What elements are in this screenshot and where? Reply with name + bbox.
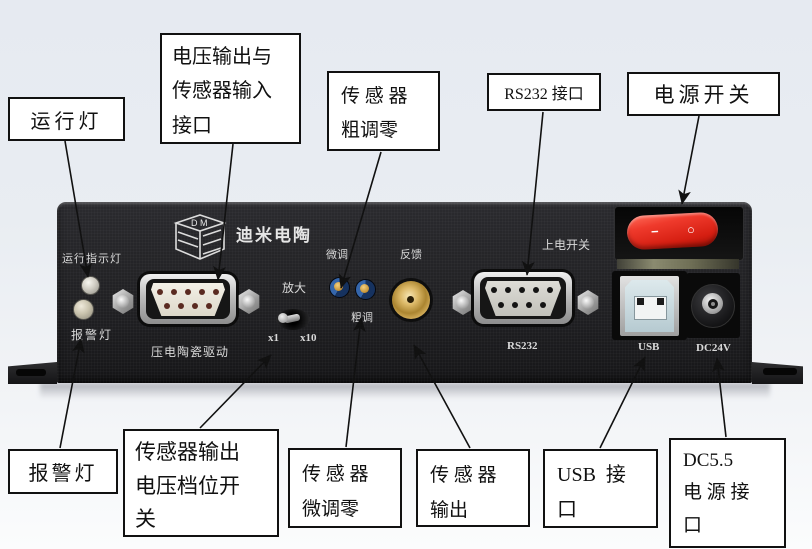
db9-pin-hole (533, 287, 539, 293)
left-mounting-flange (8, 362, 57, 384)
dimi-cube-logo: D M (173, 214, 227, 260)
db9-insert (485, 281, 561, 316)
alarm-led (73, 299, 94, 320)
db9-pin-hole (519, 287, 525, 293)
usb-contact (657, 298, 664, 305)
callout-run-light: 运行灯 (8, 97, 125, 141)
db9-pin-hole (491, 287, 497, 293)
gain-label: 放大 (282, 281, 307, 295)
db9-pin-hole (526, 302, 532, 308)
device-shadow (40, 383, 770, 399)
run-indicator-label: 运行指示灯 (62, 253, 122, 265)
db9-pin-hole (498, 302, 504, 308)
gain-toggle-knob (278, 313, 288, 323)
callout-voltage-sensor-io: 电压输出与 传感器输入 接口 (160, 33, 301, 144)
db9-pin-hole (192, 303, 198, 309)
db9-pin-hole (185, 289, 191, 295)
power-rocker-switch: − ○ (626, 211, 719, 251)
db9-pin-hole (199, 289, 205, 295)
callout-sensor-fine-zero: 传 感 器 微调零 (288, 448, 402, 528)
feedback-label: 反馈 (400, 249, 422, 261)
callout-dc-power-port: DC5.5 电 源 接 口 (669, 438, 786, 548)
db9-pin-hole (512, 302, 518, 308)
callout-sensor-output: 传 感 器 输出 (416, 449, 530, 527)
coarse-adjust-label: 粗调 (351, 312, 373, 324)
callout-alarm-light: 报警灯 (8, 449, 118, 494)
db9-pin-hole (547, 287, 553, 293)
rocker-on-symbol: − (650, 223, 659, 240)
fine-trimmer-pot (329, 277, 350, 298)
callout-power-switch: 电源开关 (627, 72, 780, 116)
hex-standoff-screw (452, 290, 474, 315)
gain-x10-label: x10 (300, 332, 317, 344)
hex-standoff-screw (238, 289, 260, 314)
rs232-db9-connector (474, 272, 572, 324)
right-mounting-flange (752, 362, 803, 384)
fine-adjust-label: 微调 (326, 249, 348, 261)
db9-pin-hole (505, 287, 511, 293)
usb-label: USB (638, 341, 660, 353)
db9-insert (151, 283, 225, 316)
brand-text: 迪米电陶 (236, 226, 312, 245)
coarse-trimmer-pot (355, 279, 376, 300)
dc-jack-pin (708, 299, 718, 309)
db9-pin-hole (171, 289, 177, 295)
rocker-lower-trim (617, 259, 739, 269)
hex-standoff-screw (112, 289, 134, 314)
feedback-sma-connector (392, 281, 430, 319)
usb-contact (637, 298, 644, 305)
rs232-label: RS232 (507, 340, 538, 352)
callout-usb-port: USB 接 口 (543, 449, 658, 528)
callout-sensor-output-gear-switch: 传感器输出 电压档位开 关 (123, 429, 279, 537)
callout-rs232-port: RS232 接口 (487, 73, 601, 111)
left-flange-slot (16, 369, 46, 376)
db9-pin-hole (164, 303, 170, 309)
db9-pin-hole (157, 289, 163, 295)
power-rocker-recess: − ○ (614, 206, 744, 261)
logo-letters: D M (191, 218, 208, 228)
callout-sensor-coarse-zero: 传 感 器 粗调零 (327, 71, 440, 151)
dc24v-label: DC24V (696, 342, 731, 354)
run-led (81, 276, 100, 295)
power-on-label: 上电开关 (542, 238, 591, 252)
db9-pin-hole (178, 303, 184, 309)
right-flange-slot (763, 368, 797, 375)
piezo-drive-label: 压电陶瓷驱动 (151, 345, 230, 359)
db9-pin-hole (213, 289, 219, 295)
db9-pin-hole (206, 303, 212, 309)
rocker-off-symbol: ○ (686, 221, 696, 238)
gain-x1-label: x1 (268, 332, 279, 344)
db9-pin-hole (540, 302, 546, 308)
piezo-drive-db9-connector (140, 274, 236, 324)
callout-line-power-switch (678, 115, 700, 205)
hex-standoff-screw (577, 290, 599, 315)
alarm-led-label: 报警灯 (71, 328, 114, 342)
